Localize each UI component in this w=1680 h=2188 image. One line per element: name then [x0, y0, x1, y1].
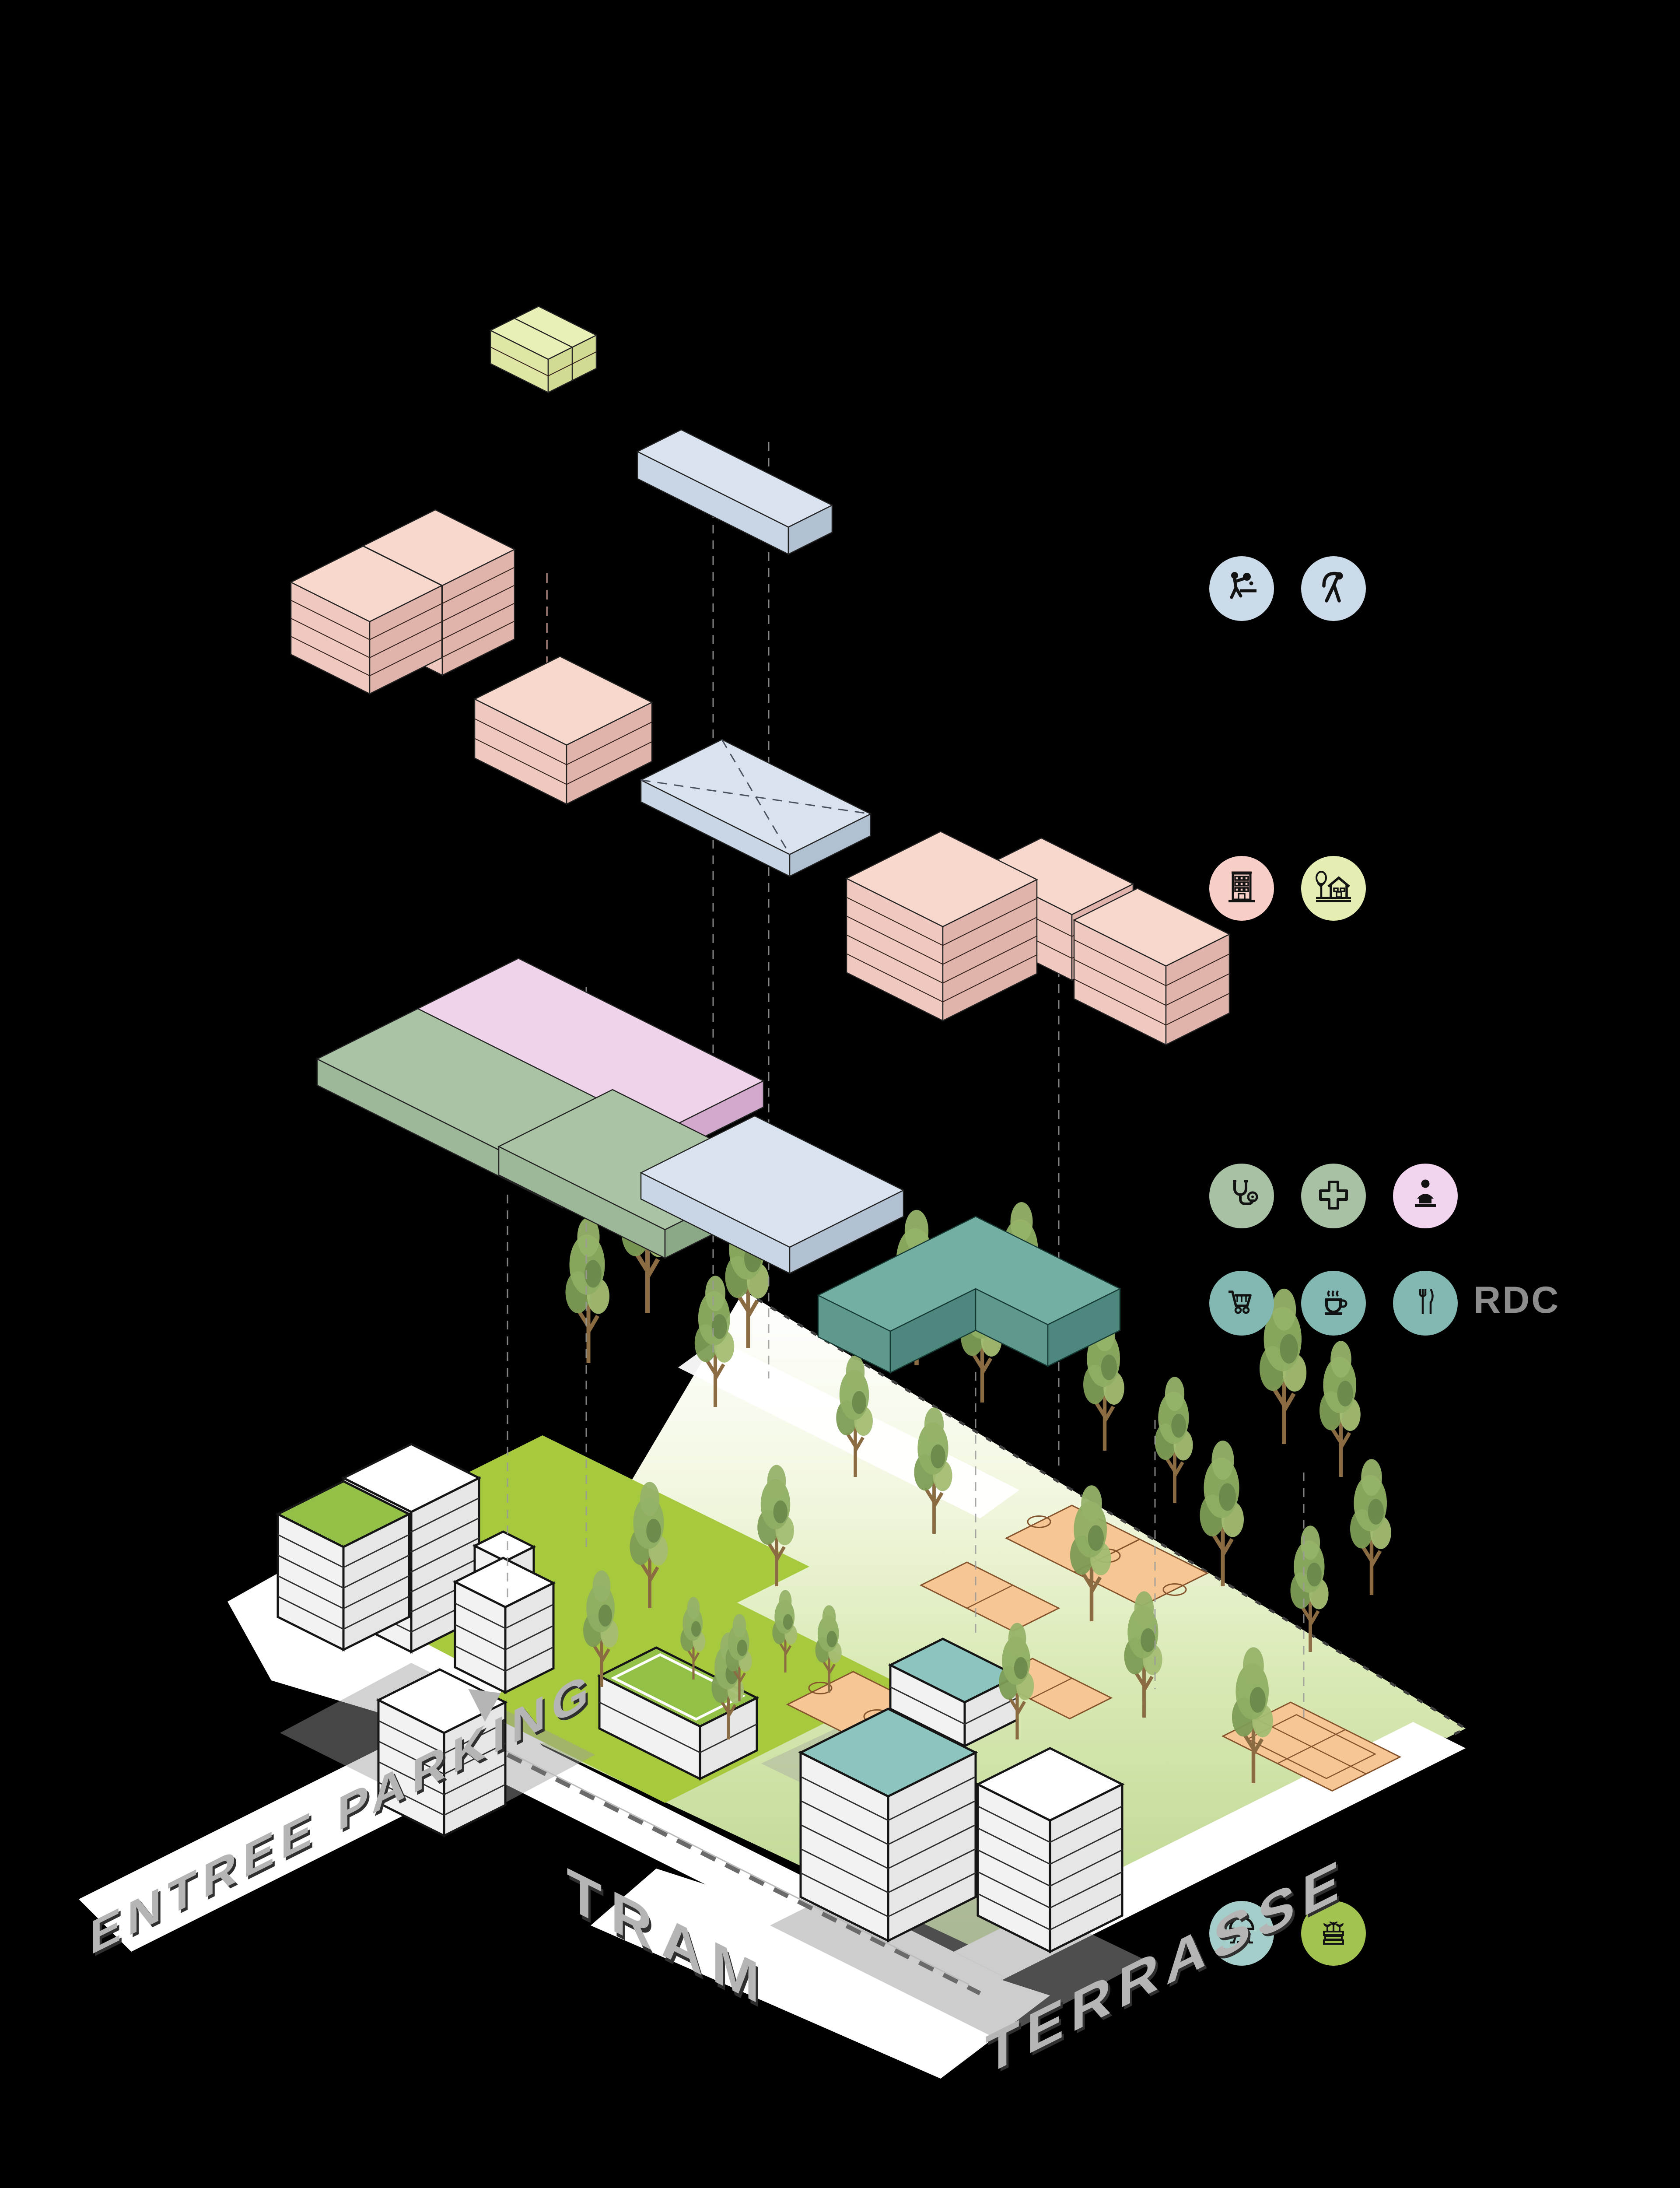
stethoscope-icon — [1209, 1164, 1274, 1228]
volume-roof-slab-blue — [640, 739, 872, 877]
medical-cross-icon — [1301, 1164, 1366, 1228]
site-plan — [79, 1148, 1469, 2079]
coworking-icon — [1393, 1164, 1458, 1228]
terrace-icon — [1209, 1901, 1274, 1966]
building-courtyard-green — [597, 1646, 760, 1781]
volume-housing-small — [473, 656, 653, 805]
volume-housing-tower-r — [1073, 887, 1231, 1046]
tree — [1320, 1341, 1361, 1477]
program-volumes — [290, 305, 1231, 1374]
volume-upper-bar — [636, 429, 833, 555]
cafe-icon — [1301, 1271, 1366, 1336]
tree — [1200, 1441, 1244, 1586]
tree — [1155, 1377, 1193, 1503]
restaurant-icon — [1393, 1271, 1458, 1336]
table-tennis-icon — [1209, 556, 1274, 621]
building-small-mid — [452, 1557, 556, 1694]
building-green-roof-left — [275, 1480, 412, 1652]
stretching-icon — [1301, 556, 1366, 621]
building-front-left — [376, 1668, 508, 1838]
apartment-building-icon — [1209, 856, 1274, 921]
house-with-tree-icon — [1301, 856, 1366, 921]
planter-icon — [1301, 1901, 1366, 1966]
tree — [1350, 1459, 1391, 1595]
tree — [566, 1217, 610, 1363]
volume-housing-tower-l — [845, 831, 1038, 1022]
volume-commerce-teal — [817, 1216, 1121, 1374]
tower-teal-roof — [798, 1708, 978, 1943]
tower-white-roof — [975, 1747, 1125, 1954]
volume-rooftop-sports — [489, 305, 598, 394]
volume-housing-front — [290, 545, 443, 695]
volume-rdc-slab-blue — [640, 1115, 905, 1275]
shopping-cart-icon — [1209, 1271, 1274, 1336]
rdc-level-label: RDC — [1474, 1279, 1561, 1321]
